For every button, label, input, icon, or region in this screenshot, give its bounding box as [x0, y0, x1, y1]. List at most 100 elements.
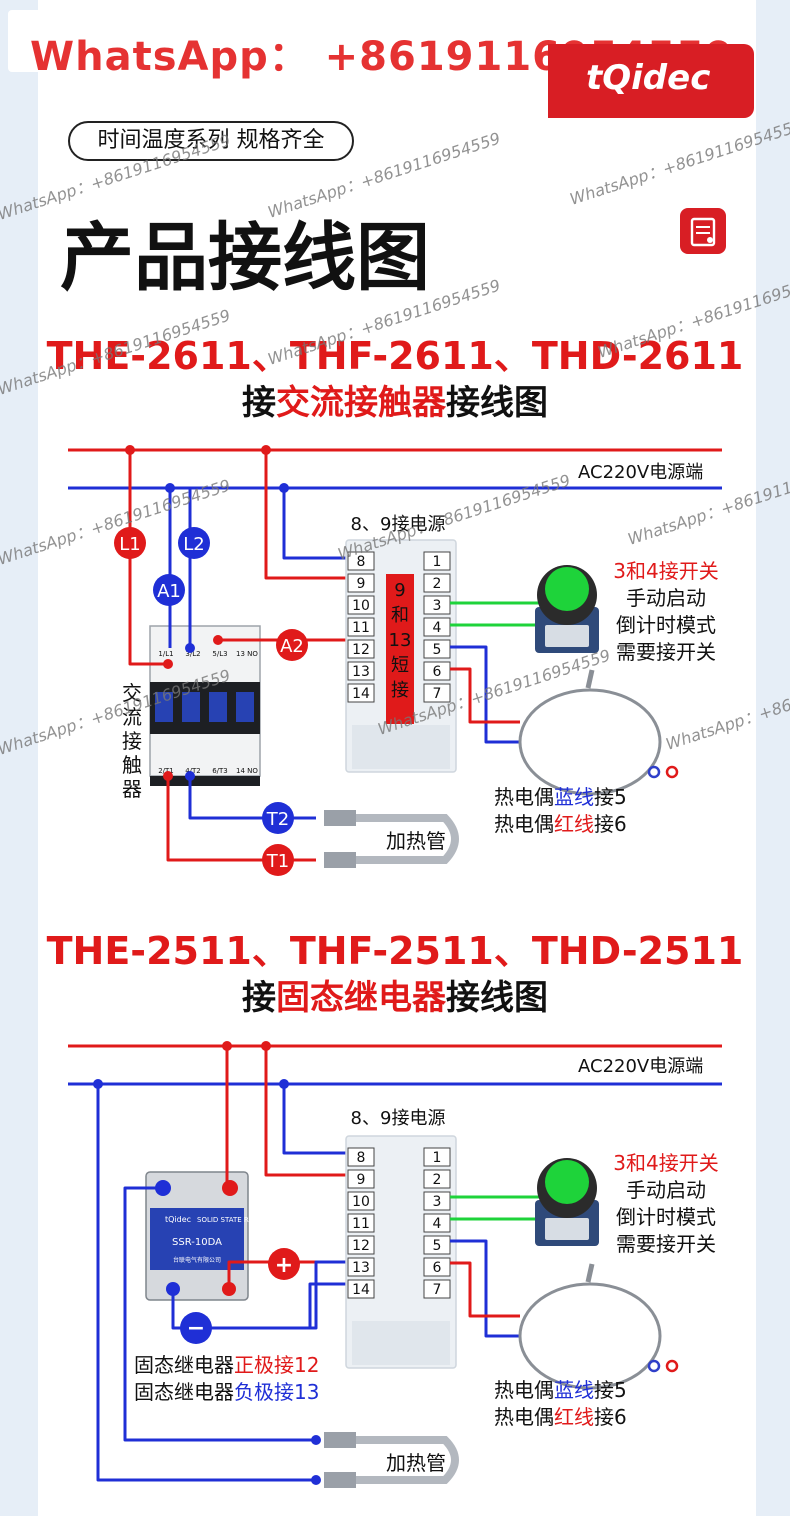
badge-t1-label: T1 [266, 851, 289, 872]
null-right-terminal-label-1: 1 [433, 1150, 442, 1166]
null-right-terminal-3 [423, 1191, 451, 1211]
ssr-label-panel [150, 1208, 244, 1270]
heater-dot-bottom [311, 1475, 321, 1485]
null-left-terminal-label-14: 14 [352, 1282, 370, 1298]
null-left-terminal-11 [347, 1213, 375, 1233]
badge-t1 [262, 844, 294, 876]
watermark-3: WhatsApp：+8619116954559 [0, 306, 233, 399]
contactor-bottom-label-1: 4/T2 [185, 767, 201, 775]
ssr-type: SOLID STATE RELAY [197, 1216, 266, 1224]
controller-1-short-label-1: 和 [391, 605, 409, 626]
controller-1-right-terminal-label-5: 5 [433, 642, 442, 658]
left-margin [0, 0, 38, 1516]
contactor-window-2 [209, 692, 227, 722]
controller-1-right-terminal-2 [423, 573, 451, 593]
controller-1-left-terminal-label-10: 10 [352, 598, 370, 614]
null-right-terminal-1 [423, 1147, 451, 1167]
contactor-bottom-label-0: 2/T1 [158, 767, 174, 775]
ssr-plus-label: + [275, 1253, 293, 1278]
contactor-window-1 [182, 692, 200, 722]
null-left-terminal-label-13: 13 [352, 1260, 370, 1276]
start-switch-2-contacts [545, 1218, 589, 1240]
watermark-4: WhatsApp：+8619116954559 [265, 276, 502, 369]
badge-l2 [178, 527, 210, 559]
thermocouple-1-lug-red [665, 765, 679, 779]
controller-1-right-terminal-1 [423, 551, 451, 571]
thermocouple-1-probe [585, 669, 595, 689]
controller-1-left-terminal-12 [347, 639, 375, 659]
thermo-red-label-1: 热电偶红线接6 [494, 812, 627, 836]
controller-1-base [352, 725, 450, 769]
page-title: 产品接线图 [60, 215, 430, 301]
null-right-terminal-label-5: 5 [433, 1238, 442, 1254]
controller-1-right-terminal-label-4: 4 [433, 620, 442, 636]
ssr-pos-note: 固态继电器正极接12 [134, 1353, 319, 1377]
start-switch-1-button [545, 567, 589, 611]
controller-1-right-terminal-7 [423, 683, 451, 703]
null-left-terminal-label-8: 8 [357, 1150, 366, 1166]
wire-ssr-pos [227, 1260, 354, 1289]
controller-1-left-terminal-9 [347, 573, 375, 593]
thermo-red-label-2: 热电偶红线接6 [494, 1405, 627, 1429]
contactor-window-0 [155, 692, 173, 722]
controller-1-right-terminal-3 [423, 595, 451, 615]
contactor-top-label-2: 5/L3 [212, 650, 227, 658]
thermocouple-1-lug-blue [647, 765, 661, 779]
thermocouple-1-loop [518, 688, 662, 796]
wire-thermo-red [450, 667, 520, 724]
wire-ssr-neg-base [171, 1260, 354, 1330]
null-left-terminal-12 [347, 1235, 375, 1255]
controller-1-left-terminal-13 [347, 661, 375, 681]
ssr-pos-note-part-2: 接12 [274, 1353, 319, 1377]
ssr-maker: 台联电气有限公司 [173, 1256, 221, 1264]
null-right-terminal-7 [423, 1279, 451, 1299]
controller-1-right-terminal-6 [423, 661, 451, 681]
brand-logo: tQidec [548, 44, 754, 118]
heater-2-fitting-bottom [324, 1472, 356, 1488]
watermark-0: WhatsApp：+8619116954559 [0, 131, 233, 224]
badge-t2-label: T2 [266, 809, 289, 830]
wire-ssr-neg [173, 1282, 354, 1330]
start-switch-2-button [545, 1160, 589, 1204]
controller-1-short-label-2: 13 [389, 630, 412, 651]
thermo-red-label-1-part-0: 热电偶 [494, 812, 554, 836]
power-label-1: AC220V电源端 [578, 462, 703, 483]
null-left-terminal-13 [347, 1257, 375, 1277]
controller-1-right-terminal-5 [423, 639, 451, 659]
null-right-terminal-4 [423, 1213, 451, 1233]
contactor-label-2: 接 [122, 729, 142, 753]
section2-title-device: 固态继电器 [276, 978, 446, 1018]
controller-1-right-terminal-4 [423, 617, 451, 637]
thermo-blue-label-2-part-1: 蓝线 [554, 1378, 594, 1402]
brand-logo-text: tQidec [586, 58, 711, 98]
section1-title-post: 接线图 [446, 383, 548, 423]
watermark-11: WhatsApp：+8619116954559 [663, 661, 790, 754]
controller-1-short-label-3: 短 [391, 655, 409, 676]
null-left-terminal-8 [347, 1147, 375, 1167]
null-right-terminal-5 [423, 1235, 451, 1255]
power-terminals-label-1: 8、9接电源 [351, 514, 446, 535]
badge-a2 [276, 629, 308, 661]
null-left-terminal-9 [347, 1169, 375, 1189]
ssr-neg-note: 固态继电器负极接13 [134, 1380, 319, 1404]
null-left-terminal-label-12: 12 [352, 1238, 370, 1254]
null-left-terminal-label-11: 11 [352, 1216, 370, 1232]
contactor-top-label-0: 1/L1 [158, 650, 173, 658]
tagline-pill: 时间温度系列 规格齐全 [68, 121, 354, 161]
thermo-blue-label-1-part-2: 接5 [594, 785, 627, 809]
ssr-neg-note-part-2: 接13 [274, 1380, 319, 1404]
controller-1-left-terminal-label-9: 9 [357, 576, 366, 592]
controller-1-short-box [386, 574, 414, 724]
section2-title-pre: 接 [242, 978, 276, 1018]
section2-title-post: 接线图 [446, 978, 548, 1018]
thermocouple-2-lug-red [665, 1359, 679, 1373]
section1-title-pre: 接 [242, 383, 276, 423]
contactor-window-3 [236, 692, 254, 722]
wire-power-8 [282, 488, 354, 560]
wire-power-9b [264, 1046, 354, 1177]
terminal-dot-t1 [163, 771, 173, 781]
heater-1-fitting-bottom [324, 852, 356, 868]
controller-1-right-terminal-label-1: 1 [433, 554, 442, 570]
wire-thermo-blue [450, 645, 520, 744]
